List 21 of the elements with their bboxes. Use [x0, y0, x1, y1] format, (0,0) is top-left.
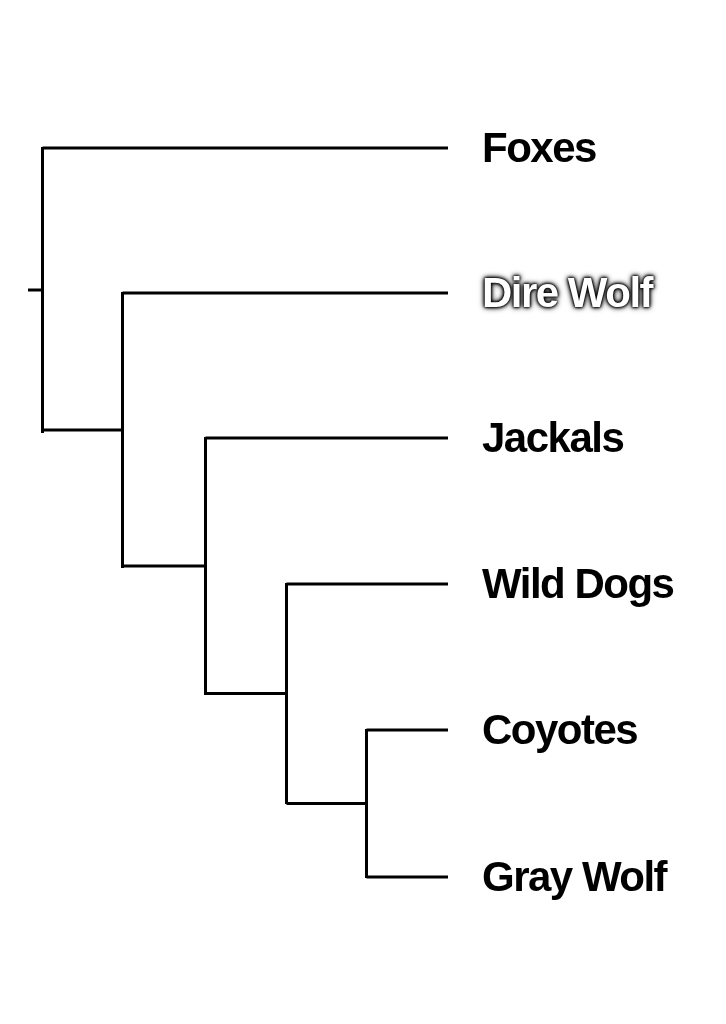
branch-line	[205, 436, 448, 440]
branch-line	[366, 875, 448, 879]
taxon-label: Coyotes	[448, 702, 638, 758]
taxon-label: Foxes	[448, 120, 596, 176]
clade-node-bar	[285, 583, 288, 804]
clade-node-bar	[204, 437, 207, 695]
branch-line	[286, 582, 448, 586]
branch-line	[42, 428, 121, 432]
taxon-label: Wild Dogs	[448, 556, 674, 612]
taxon-label: Jackals	[448, 410, 624, 466]
branch-line	[286, 802, 365, 805]
branch-line	[122, 291, 448, 295]
branch-line	[28, 288, 41, 292]
taxon-label: Gray Wolf	[448, 849, 667, 905]
branch-line	[205, 692, 285, 695]
clade-node-bar	[365, 729, 368, 878]
branch-line	[122, 564, 204, 568]
clade-node-bar	[41, 147, 44, 433]
branch-line	[366, 728, 448, 732]
clade-node-bar	[121, 292, 124, 568]
branch-line	[42, 146, 448, 150]
